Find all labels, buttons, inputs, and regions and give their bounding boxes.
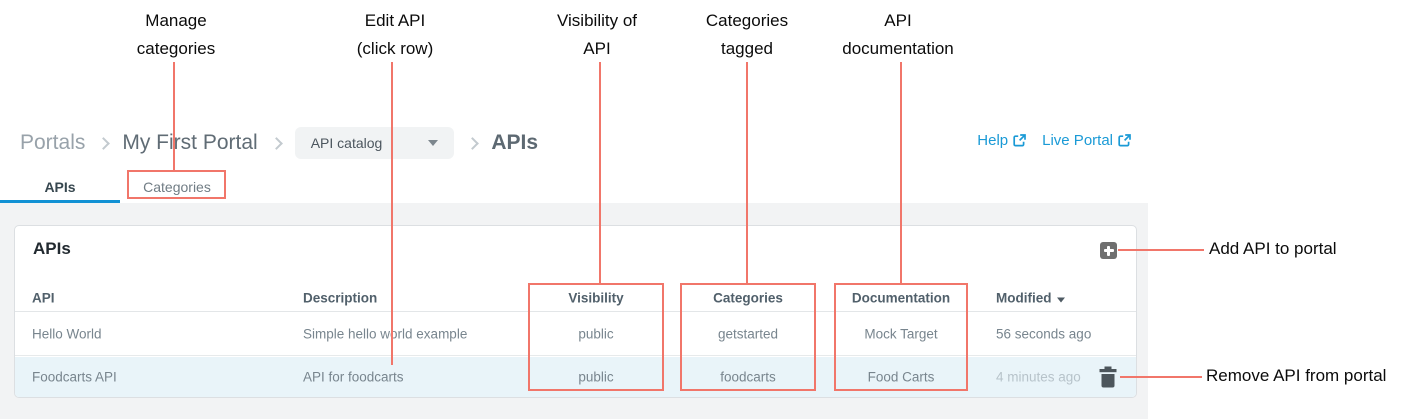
cell-description: API for foodcarts [303,369,404,385]
column-header-categories: Categories [713,290,783,305]
breadcrumb-current-page: APIs [491,131,538,154]
external-link-icon [1013,134,1026,147]
column-header-modified-label: Modified [996,290,1052,305]
help-link-label: Help [977,132,1009,149]
breadcrumb-portal-link[interactable]: My First Portal [122,131,258,154]
annotation-label-documentation: API documentation [842,11,954,58]
remove-api-button[interactable] [1098,366,1118,388]
annotation-label-edit-api: Edit API (click row) [356,11,434,58]
add-api-button[interactable] [1100,242,1117,259]
table-row[interactable]: Hello World Simple hello world example p… [15,313,1136,356]
cell-modified: 4 minutes ago [996,369,1081,385]
live-portal-link[interactable]: Live Portal [1042,132,1131,149]
api-catalog-dropdown-value: API catalog [310,135,383,151]
table-header-row: API Description Visibility Categories Do… [15,284,1136,312]
trash-icon [1099,366,1117,388]
api-catalog-dropdown[interactable]: API catalog [294,127,455,159]
annotation-label-remove-api: Remove API from portal [1206,366,1387,385]
chevron-right-icon [466,136,480,150]
panel-title: APIs [33,239,71,258]
chevron-right-icon [269,136,283,150]
cell-documentation: Mock Target [864,326,938,342]
active-tab-underline [0,200,120,203]
external-link-icon [1118,134,1131,147]
tab-apis[interactable]: APIs [44,179,76,195]
help-link[interactable]: Help [977,132,1026,149]
column-header-api: API [32,290,55,305]
cell-modified: 56 seconds ago [996,326,1092,342]
cell-documentation: Food Carts [867,369,935,385]
annotation-label-manage-categories: Manage categories [136,11,216,58]
column-header-description: Description [303,290,378,305]
breadcrumb-portals-link[interactable]: Portals [20,131,86,154]
sort-desc-icon [1056,297,1065,302]
annotation-label-visibility: Visibility of API [557,11,637,58]
chevron-right-icon [97,136,111,150]
dropdown-caret-icon [428,140,439,146]
header-links: Help Live Portal [977,132,1131,149]
column-header-visibility: Visibility [568,290,624,305]
cell-description: Simple hello world example [303,326,468,342]
cell-visibility: public [578,326,614,342]
cell-api: Foodcarts API [32,369,117,385]
breadcrumb: Portals My First Portal API catalog APIs [20,126,538,160]
column-header-modified[interactable]: Modified [996,290,1065,305]
cell-categories: foodcarts [720,369,776,385]
annotation-label-categories: Categories tagged [705,11,789,58]
column-header-documentation: Documentation [851,290,951,305]
cell-api: Hello World [32,326,102,342]
live-portal-link-label: Live Portal [1042,132,1113,149]
tab-categories[interactable]: Categories [128,174,226,200]
cell-visibility: public [578,369,614,385]
annotation-label-add-api: Add API to portal [1209,239,1337,258]
cell-categories: getstarted [717,326,779,342]
table-row[interactable]: Foodcarts API API for foodcarts public f… [15,357,1136,397]
apis-panel: APIs API Description Visibility Categori… [14,225,1137,398]
